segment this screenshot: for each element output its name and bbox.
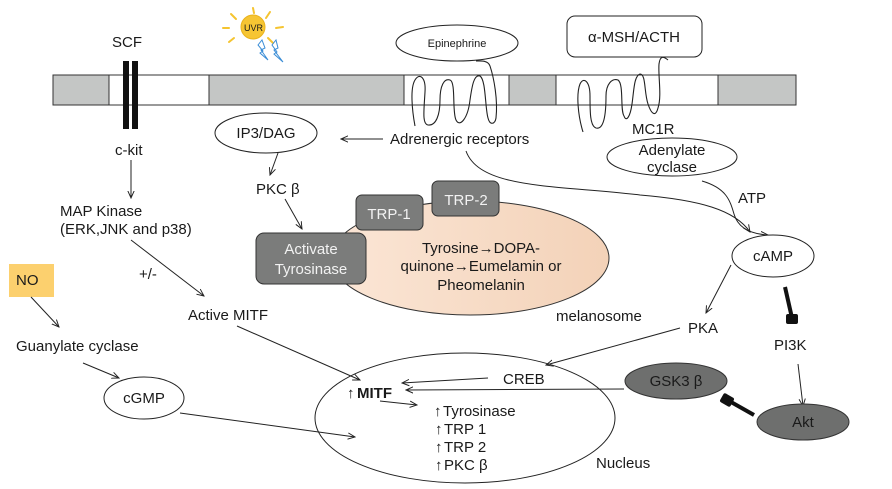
mitf-up-arrow: ↑ <box>347 385 355 402</box>
mc1r-receptor-squiggle <box>577 56 669 133</box>
melanosome-reaction-line-1: Tyrosine→DOPA- <box>422 240 540 257</box>
trp2-label: TRP-2 <box>444 192 487 209</box>
trp1-node <box>355 194 424 231</box>
gsk3-beta-label: GSK3 β <box>650 373 703 390</box>
nucleus-label: Nucleus <box>596 455 650 472</box>
adenylate-cyclase-label-1: Adenylate <box>639 142 706 159</box>
melanosome-reaction-line-2: quinone→Eumelamin or <box>401 258 562 275</box>
arrow-camp-to-pka <box>706 264 732 313</box>
melanosome-label: melanosome <box>556 308 642 325</box>
no-node <box>9 264 54 297</box>
pi3k-label: PI3K <box>774 337 807 354</box>
c-kit-receptor-bar <box>123 61 129 129</box>
arrow-map-kinase-to-active-mitf <box>130 239 204 296</box>
target-trp1-label: TRP 1 <box>444 421 486 438</box>
mc1r-label: MC1R <box>632 121 675 138</box>
target-up-arrow: ↑ <box>434 403 442 420</box>
camp-node <box>731 234 815 278</box>
no-label: NO <box>16 272 39 289</box>
akt-node <box>756 403 850 441</box>
arrow-gsk3-to-mitf <box>406 389 625 390</box>
arrow-active-mitf-to-mitf <box>236 325 360 380</box>
adenylate-cyclase-label-2: cyclase <box>647 159 697 176</box>
uvr-label: UVR <box>244 23 264 33</box>
arrow-adrenergic-to-camp <box>465 150 750 232</box>
membrane-segment <box>555 74 719 106</box>
arrow-creb-to-mitf <box>402 377 489 383</box>
target-up-arrow: ↑ <box>435 421 443 438</box>
epinephrine-label: Epinephrine <box>428 38 487 50</box>
cgmp-label: cGMP <box>123 390 165 407</box>
activate-tyrosinase-label-2: Tyrosinase <box>275 261 348 278</box>
target-pkc-beta-label: PKC β <box>444 457 488 474</box>
ip3-dag-node <box>214 112 318 154</box>
cgmp-node <box>103 376 185 420</box>
atp-label: ATP <box>738 190 766 207</box>
membrane-segment <box>208 74 405 106</box>
membrane-segment <box>52 74 110 106</box>
arrow-pka-to-creb <box>546 327 681 365</box>
membrane-segment <box>717 74 797 106</box>
arrow-ip3-dag-to-pkc <box>270 152 279 175</box>
arrow-pkc-to-activate-tyrosinase <box>284 198 302 229</box>
mitf-label: MITF <box>357 385 392 402</box>
trp1-label: TRP-1 <box>367 206 410 223</box>
target-tyrosinase-label: Tyrosinase <box>443 403 516 420</box>
guanylate-cyclase-label: Guanylate cyclase <box>16 338 139 355</box>
active-mitf-label: Active MITF <box>188 307 268 324</box>
map-kinase-subtitle: (ERK,JNK and p38) <box>60 221 192 238</box>
activate-tyrosinase-node <box>255 232 367 285</box>
epinephrine-node <box>395 24 519 62</box>
akt-label: Akt <box>792 414 815 431</box>
pkc-beta-label: PKC β <box>256 181 300 198</box>
activate-tyrosinase-label-1: Activate <box>284 241 337 258</box>
ip3-dag-label: IP3/DAG <box>236 125 295 142</box>
arrow-mitf-to-targets <box>379 400 417 405</box>
arrow-cgmp-to-nucleus <box>179 412 355 437</box>
creb-label: CREB <box>503 371 545 388</box>
adenylate-cyclase-node <box>606 137 738 177</box>
camp-label: cAMP <box>753 248 793 265</box>
adrenergic-receptor-squiggle <box>411 60 498 127</box>
nucleus-node <box>314 352 616 484</box>
c-kit-label: c-kit <box>115 142 143 159</box>
membrane-segment <box>508 74 557 106</box>
plus-minus-label: +/- <box>139 266 157 283</box>
trp2-node <box>431 180 500 217</box>
arrow-adenylate-cyclase-to-camp <box>701 180 768 235</box>
arrow-pi3k-to-akt <box>797 363 803 406</box>
gsk3-beta-node <box>624 362 728 400</box>
arrow-guanylate-to-cgmp <box>82 362 119 378</box>
target-up-arrow: ↑ <box>435 439 443 456</box>
uvr-sun-icon: UVR <box>222 7 284 44</box>
msh-acth-label: α-MSH/ACTH <box>588 29 680 46</box>
c-kit-receptor-bar <box>132 61 138 129</box>
map-kinase-label: MAP Kinase <box>60 203 142 220</box>
msh-acth-node <box>566 15 703 58</box>
scf-label: SCF <box>112 34 142 51</box>
lightning-icon <box>257 38 284 63</box>
pka-label: PKA <box>688 320 718 337</box>
inhibition-camp-pi3k <box>783 286 798 324</box>
adrenergic-receptors-label: Adrenergic receptors <box>390 131 529 148</box>
inhibition-akt-gsk3 <box>720 393 755 417</box>
target-trp2-label: TRP 2 <box>444 439 486 456</box>
arrow-no-to-guanylate-cyclase <box>30 296 59 327</box>
target-up-arrow: ↑ <box>435 457 443 474</box>
melanosome-reaction-line-3: Pheomelanin <box>437 277 525 294</box>
